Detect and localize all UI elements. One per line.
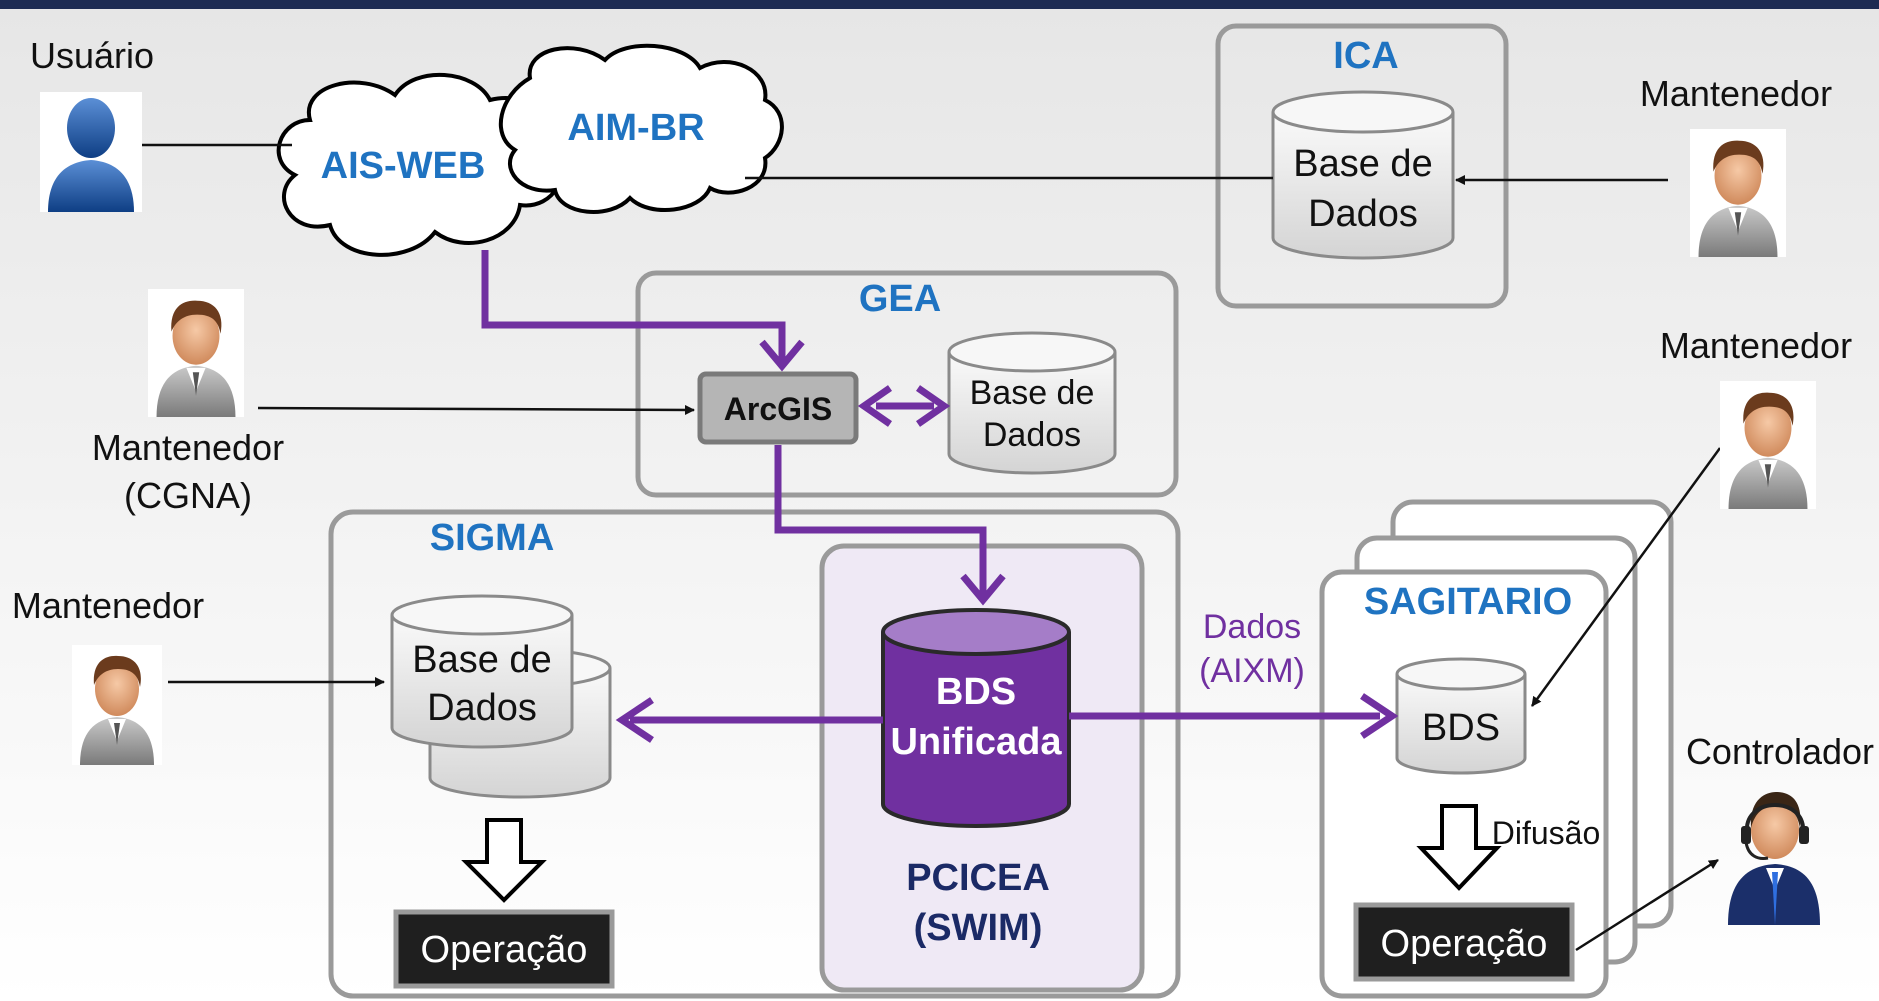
sigma-box (328, 509, 1181, 999)
ais-to-arcgis-flow (481, 250, 786, 362)
ica-db-label-2: Dados (1308, 193, 1418, 235)
controlador-label: Controlador (1686, 731, 1874, 772)
sigma-db-label-1: Base de (412, 639, 551, 681)
ica-db-label-1: Base de (1293, 143, 1432, 185)
mantenedor-ica-label: Mantenedor (1640, 73, 1832, 114)
ica-database-icon (1271, 90, 1455, 260)
gea-db-label-1: Base de (970, 374, 1095, 412)
dados-aixm-label-1: Dados (1203, 608, 1301, 646)
bds-unificada-label-2: Unificada (890, 721, 1062, 763)
aim-br-label: AIM-BR (567, 107, 704, 149)
ais-web-label: AIS-WEB (321, 145, 486, 187)
ica-box (1215, 23, 1509, 309)
arcgis-to-bds-flow (774, 445, 987, 596)
cgna-to-arcgis-line (257, 404, 695, 415)
pcicea-label-2: (SWIM) (914, 907, 1043, 949)
sagitario-operacao-box (1353, 902, 1575, 982)
gea-box (635, 270, 1179, 498)
sagitario-title: SAGITARIO (1364, 581, 1572, 623)
mantenedor-cgna-label-2: (CGNA) (124, 475, 252, 516)
difusao-down-arrow-icon (1416, 804, 1502, 891)
sagitario-box (1319, 569, 1609, 999)
sigma-operacao-box (393, 909, 615, 989)
gea-db-label-2: Dados (983, 416, 1081, 454)
aim-br-cloud (498, 43, 784, 214)
mantenedor-sagitario-avatar-icon (1720, 381, 1816, 509)
controlador-avatar-icon (1728, 792, 1820, 925)
operacao-to-controlador-line (1575, 858, 1719, 952)
sigma-operacao-label: Operação (421, 929, 588, 971)
gea-database-icon (947, 331, 1117, 475)
mantenedor-sagitario-label: Mantenedor (1660, 325, 1852, 366)
ica-title: ICA (1333, 35, 1398, 77)
arcgis-button[interactable] (697, 371, 859, 445)
mantenedor-to-sagitario-line (1530, 447, 1722, 707)
mantenedor-sigma-label: Mantenedor (12, 585, 204, 626)
sigma-db-label-2: Dados (427, 687, 537, 729)
sigma-title: SIGMA (430, 517, 555, 559)
sagitario-bds-label: BDS (1422, 707, 1500, 749)
arcgis-label: ArcGIS (724, 391, 832, 427)
mantenedor-ica-avatar-icon (1690, 129, 1786, 257)
sigma-database-front-icon (390, 594, 574, 749)
difusao-label: Difusão (1492, 815, 1601, 851)
usuario-avatar-icon (40, 92, 142, 212)
sagitario-bds-database-icon (1395, 657, 1527, 775)
usuario-label: Usuário (30, 35, 154, 76)
top-bar (0, 0, 1879, 9)
dados-aixm-label-2: (AIXM) (1199, 652, 1305, 690)
mantenedor-sigma-avatar-icon (72, 645, 162, 765)
sagitario-operacao-label: Operação (1381, 923, 1548, 965)
bds-unificada-database-icon (881, 608, 1071, 828)
bds-unificada-label-1: BDS (936, 671, 1016, 713)
gea-title: GEA (859, 278, 941, 320)
ais-web-cloud (276, 73, 563, 257)
pcicea-label-1: PCICEA (906, 857, 1050, 899)
mantenedor-cgna-avatar-icon (148, 289, 244, 417)
mantenedor-cgna-label-1: Mantenedor (92, 427, 284, 468)
sigma-down-arrow-icon (461, 818, 547, 903)
